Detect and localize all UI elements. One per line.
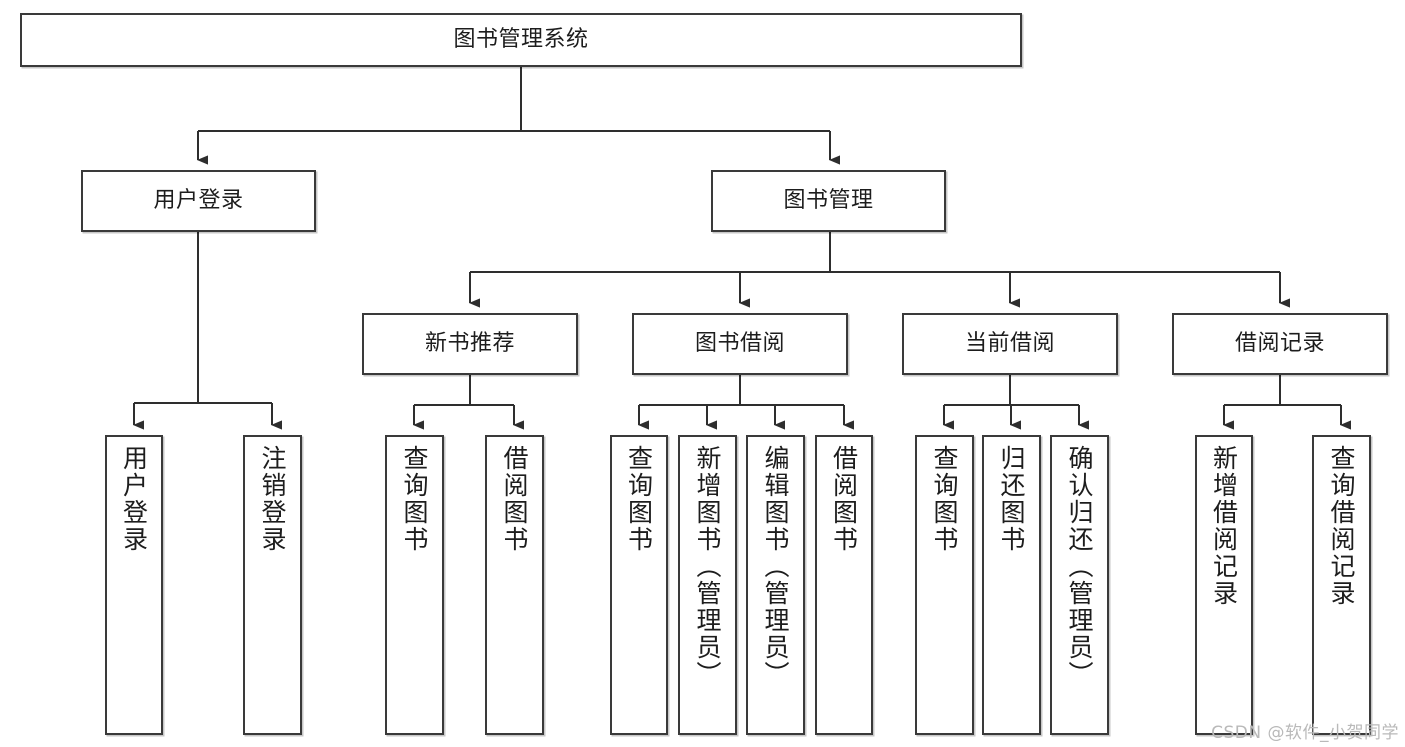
leaf-node-label: 注销登录	[258, 445, 287, 553]
node-root-label: 图书管理系统	[453, 27, 589, 53]
leaf-node-label: 归还图书	[997, 445, 1026, 553]
leaf-node[interactable]: 确认归还（管理员）	[1050, 435, 1109, 735]
leaf-node[interactable]: 编辑图书（管理员）	[746, 435, 805, 735]
node-level2-user-login-label: 用户登录	[153, 188, 244, 214]
node-level3-new-book-recommend-label: 新书推荐	[424, 331, 515, 357]
leaf-node-label: 确认归还（管理员）	[1065, 445, 1094, 688]
leaf-node-label: 新增借阅记录	[1209, 445, 1239, 607]
node-level3-current-borrow[interactable]: 当前借阅	[902, 313, 1118, 375]
leaf-node-label: 借阅图书	[500, 445, 529, 553]
leaf-node[interactable]: 查询图书	[610, 435, 668, 735]
leaf-node-label: 新增图书（管理员）	[693, 445, 722, 688]
leaf-node[interactable]: 查询借阅记录	[1312, 435, 1371, 735]
leaf-node[interactable]: 查询图书	[915, 435, 974, 735]
leaf-node-label: 查询图书	[930, 445, 959, 553]
node-level3-borrow-record-label: 借阅记录	[1234, 331, 1325, 357]
node-root[interactable]: 图书管理系统	[20, 13, 1022, 67]
leaf-node[interactable]: 新增借阅记录	[1195, 435, 1253, 735]
leaf-node[interactable]: 新增图书（管理员）	[678, 435, 737, 735]
node-level3-book-borrow[interactable]: 图书借阅	[632, 313, 848, 375]
leaf-node[interactable]: 借阅图书	[815, 435, 873, 735]
leaf-node-label: 借阅图书	[829, 445, 859, 553]
leaf-node[interactable]: 用户登录	[105, 435, 163, 735]
node-level2-book-management[interactable]: 图书管理	[711, 170, 946, 232]
node-level3-borrow-record[interactable]: 借阅记录	[1172, 313, 1388, 375]
leaf-node-label: 查询图书	[400, 445, 429, 553]
leaf-node-label: 查询借阅记录	[1327, 445, 1356, 607]
leaf-node[interactable]: 归还图书	[982, 435, 1041, 735]
node-level2-user-login[interactable]: 用户登录	[81, 170, 316, 232]
node-level3-new-book-recommend[interactable]: 新书推荐	[362, 313, 578, 375]
node-level3-book-borrow-label: 图书借阅	[694, 331, 785, 357]
leaf-node[interactable]: 注销登录	[243, 435, 302, 735]
leaf-node-label: 查询图书	[624, 445, 654, 553]
leaf-node[interactable]: 借阅图书	[485, 435, 544, 735]
csdn-watermark: CSDN @软件_小贺同学	[1211, 723, 1399, 743]
node-level2-book-management-label: 图书管理	[783, 188, 874, 214]
node-level3-current-borrow-label: 当前借阅	[964, 331, 1055, 357]
leaf-node-label: 编辑图书（管理员）	[761, 445, 790, 688]
leaf-node-label: 用户登录	[119, 445, 149, 553]
leaf-node[interactable]: 查询图书	[385, 435, 444, 735]
